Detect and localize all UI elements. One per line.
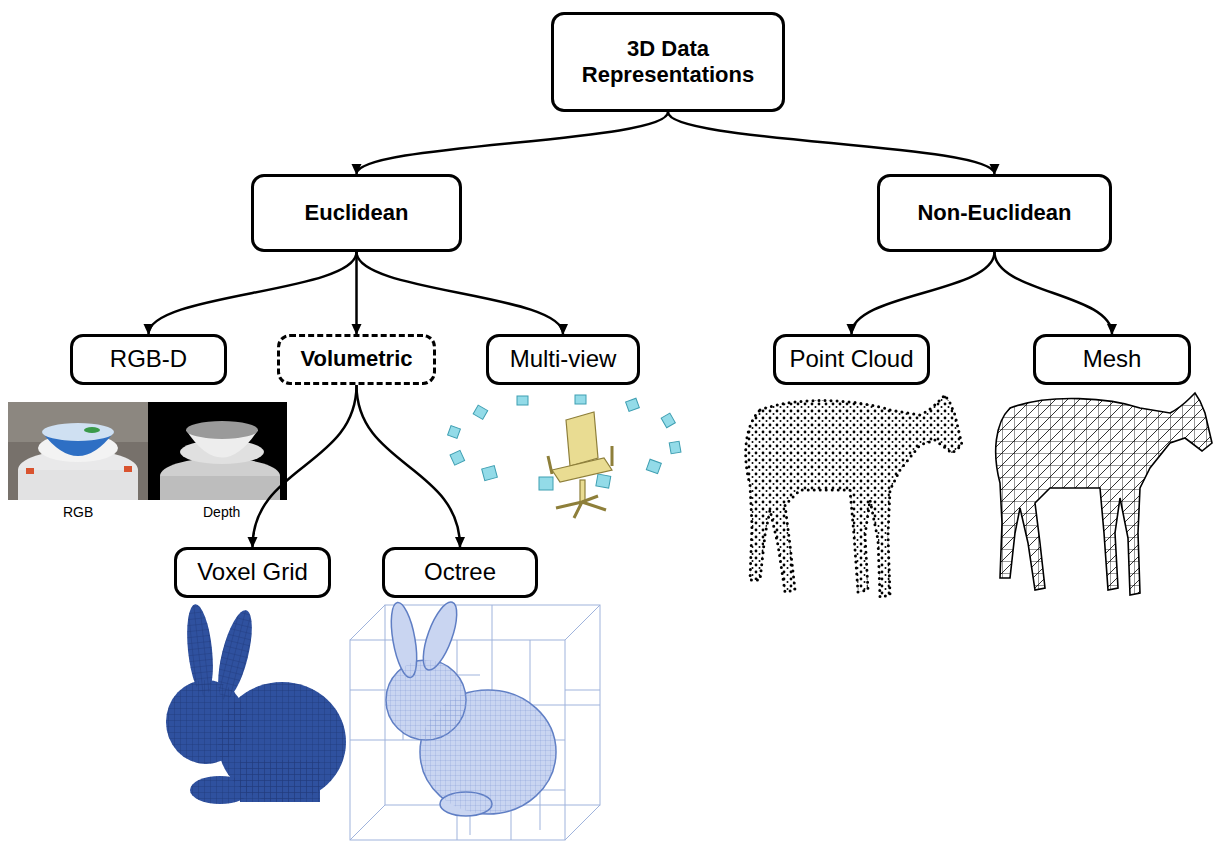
multi-view-illustration — [448, 395, 681, 490]
node-label: Point Cloud — [789, 345, 913, 374]
type-box: Mesh — [1033, 334, 1191, 385]
connector-arrow — [357, 252, 564, 334]
type-box: Multi-view — [486, 334, 640, 385]
connector-arrow — [357, 385, 461, 547]
type-box: Point Cloud — [773, 334, 930, 385]
connector-arrow — [852, 252, 995, 334]
root-box: 3D Data Representations — [551, 12, 785, 112]
node-label: Voxel Grid — [197, 558, 308, 587]
point-cloud-horse — [746, 395, 962, 597]
chair-illustration — [548, 412, 612, 518]
node-label: 3D Data Representations — [568, 36, 768, 89]
type-box: Voxel Grid — [174, 547, 331, 598]
node-label: Multi-view — [510, 345, 617, 374]
node-label: RGB-D — [110, 345, 187, 374]
node-label: Non-Euclidean — [917, 200, 1071, 226]
connector-arrow — [149, 252, 357, 334]
node-label: Euclidean — [305, 200, 409, 226]
category-box: Euclidean — [251, 174, 462, 252]
depth-image — [148, 402, 287, 500]
connector-arrow — [995, 252, 1113, 334]
type-box: Octree — [382, 547, 538, 598]
group-box: Volumetric — [277, 334, 436, 385]
image-caption: RGB — [63, 504, 93, 520]
voxel-bunny — [166, 603, 346, 804]
octree-bunny — [386, 598, 556, 816]
connector-arrow — [253, 385, 357, 547]
mesh-horse — [996, 393, 1212, 595]
node-label: Volumetric — [300, 346, 412, 372]
connector-arrow — [355, 252, 358, 334]
octree-illustration — [350, 605, 600, 840]
connector-arrow — [357, 112, 669, 174]
category-box: Non-Euclidean — [877, 174, 1112, 252]
image-caption: Depth — [203, 504, 240, 520]
connector-arrow — [668, 112, 995, 174]
type-box: RGB-D — [70, 334, 227, 385]
node-label: Octree — [424, 558, 496, 587]
rgb-image — [8, 402, 148, 500]
node-label: Mesh — [1083, 345, 1142, 374]
